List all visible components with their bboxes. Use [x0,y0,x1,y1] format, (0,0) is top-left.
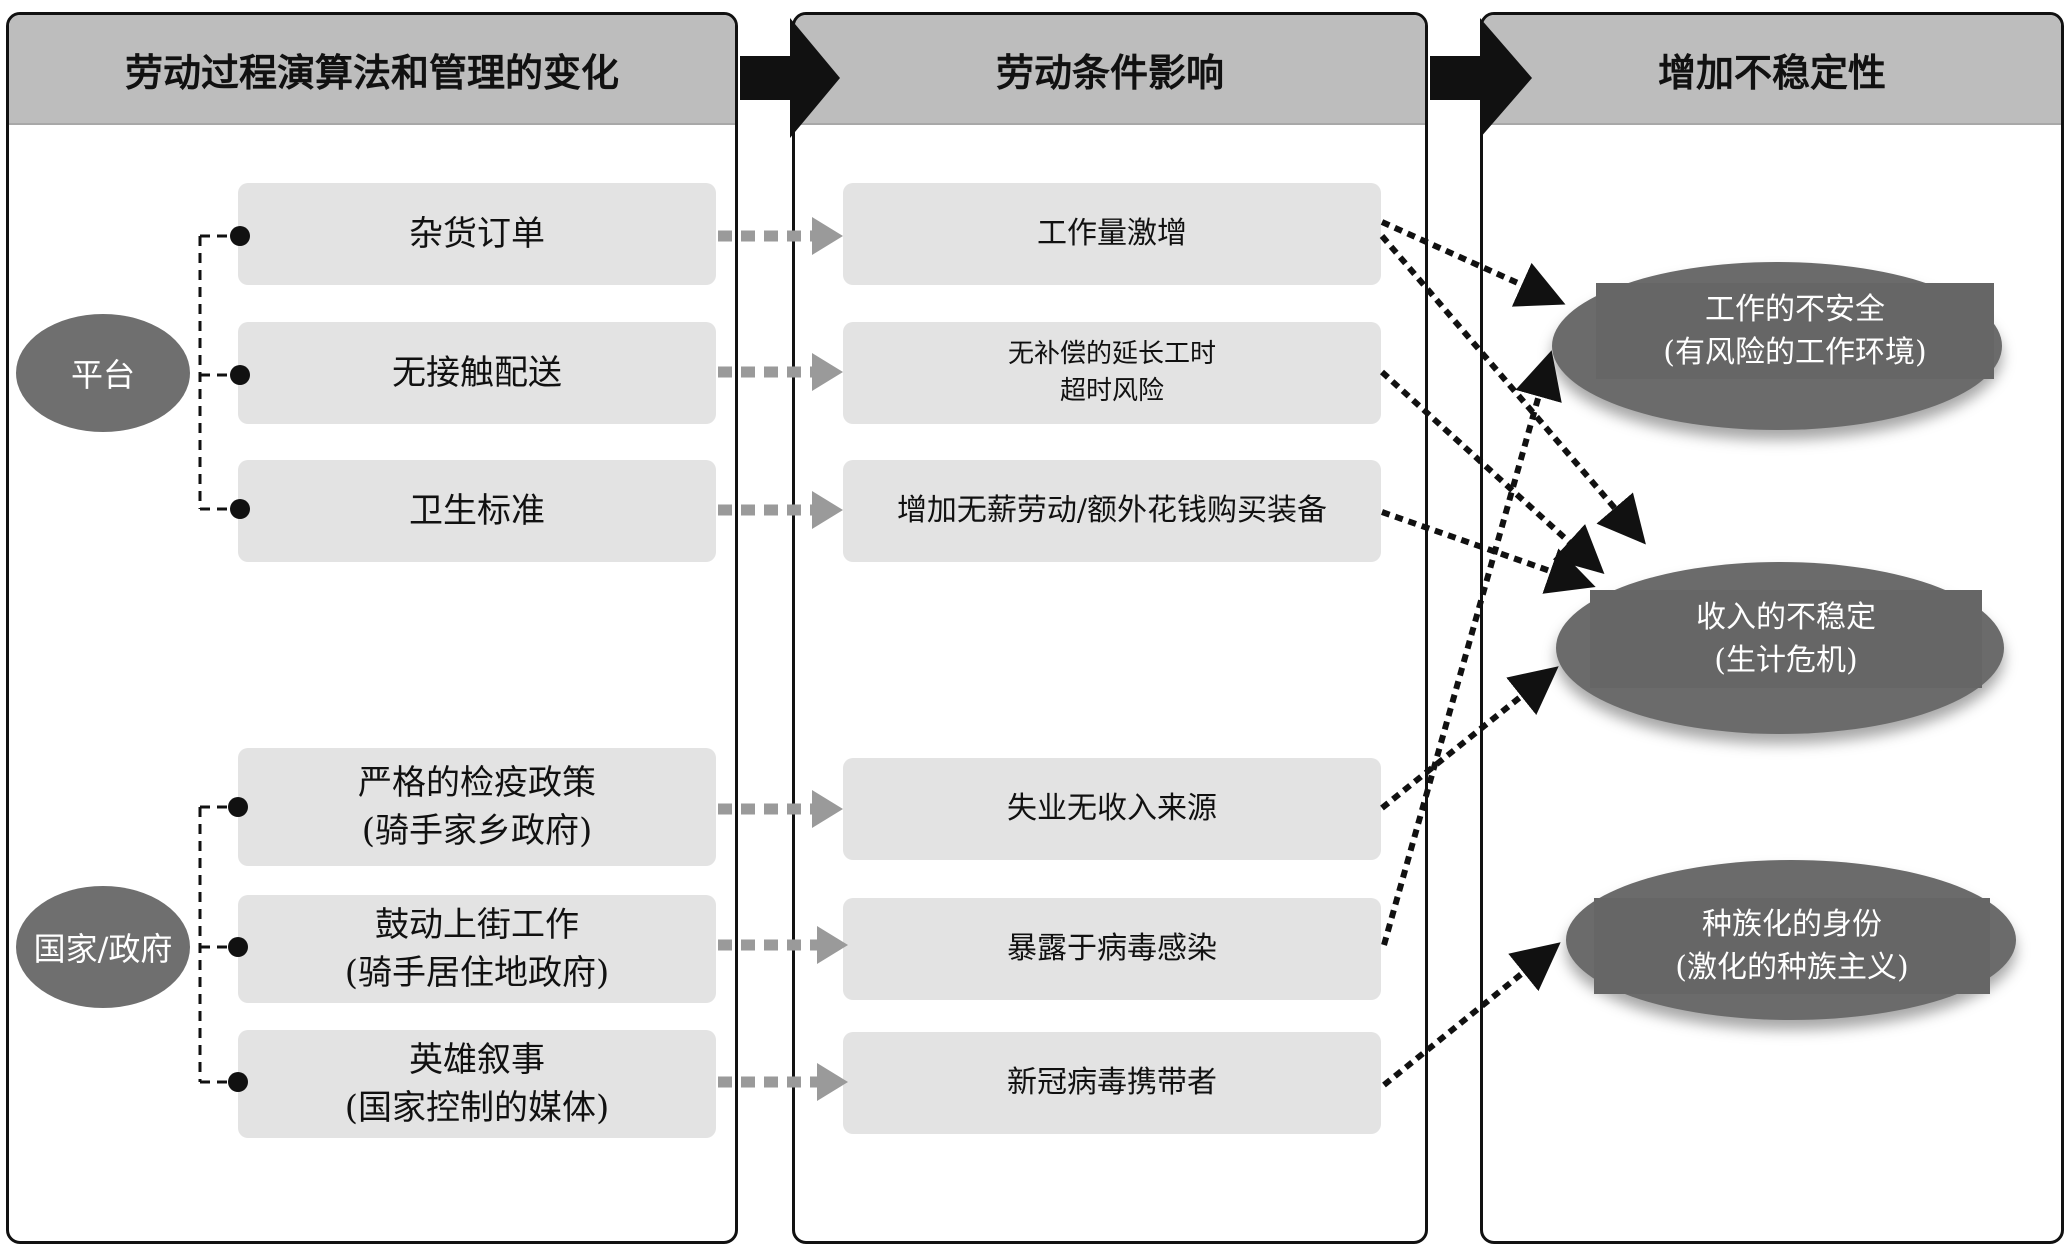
middle-item-label: 增加无薪劳动/额外花钱购买装备 [896,492,1328,528]
gray-arrow-3 [718,491,843,529]
arrow-unemployment-to-income [1380,666,1559,811]
middle-item-label: 失业无收入来源 [1007,790,1217,826]
gray-arrow-2 [718,353,843,391]
middle-item-label: 无补偿的延长工时 [1007,339,1216,370]
black-arrows [1379,219,1646,1088]
left-item-sublabel: (骑手家乡政府) [361,811,593,851]
left-item-label: 杂货订单 [409,213,545,254]
left-item-contactless-delivery: 无接触配送 [238,322,716,424]
gray-arrow-6 [718,1063,848,1101]
left-item-sublabel: (国家控制的媒体) [344,1088,610,1128]
arrow-overtime-to-income [1379,369,1605,575]
state-bullets [228,797,248,1092]
left-item-label: 英雄叙事 [409,1039,545,1080]
header-arrow-1 [740,18,840,138]
left-item-label: 鼓动上街工作 [375,904,579,945]
column-precarity-header: 增加不稳定性 [1483,15,2061,125]
left-item-hero-narrative: 英雄叙事 (国家控制的媒体) [238,1030,716,1138]
gray-arrow-1 [718,217,843,255]
outcome-title: 收入的不稳定 [1696,599,1876,635]
left-item-quarantine-policy: 严格的检疫政策 (骑手家乡政府) [238,748,716,866]
arrow-exposure-to-insecurity [1381,350,1562,946]
left-item-sublabel: (骑手居住地政府) [344,953,610,993]
left-item-return-to-work: 鼓动上街工作 (骑手居住地政府) [238,895,716,1003]
arrow-workload-to-income [1379,234,1646,545]
arrow-labour-to-income [1381,509,1596,594]
middle-item-label: 新冠病毒携带者 [1007,1064,1217,1100]
outcome-label-job-insecurity: 工作的不安全 (有风险的工作环境) [1596,283,1994,379]
left-item-label: 卫生标准 [409,490,545,531]
middle-item-workload-surge: 工作量激增 [843,183,1381,285]
outcome-subtitle: (激化的种族主义) [1675,950,1909,985]
gray-arrow-4 [718,790,843,828]
middle-item-unpaid-overtime: 无补偿的延长工时 超时风险 [843,322,1381,424]
arrow-workload-to-insecurity [1380,219,1566,307]
group-platform: 平台 [16,314,190,432]
middle-item-sublabel: 超时风险 [1059,376,1164,406]
middle-item-label: 工作量激增 [1037,215,1187,251]
group-state: 国家/政府 [16,886,190,1008]
outcome-title: 工作的不安全 [1705,291,1885,327]
outcome-label-income-instability: 收入的不稳定 (生计危机) [1590,590,1982,688]
arrow-carrier-to-racialized [1382,942,1561,1088]
outcome-subtitle: (有风险的工作环境) [1663,335,1927,370]
column-changes-header: 劳动过程演算法和管理的变化 [9,15,735,125]
outcome-title: 种族化的身份 [1702,906,1882,942]
gray-arrows [718,217,848,1101]
left-item-grocery-orders: 杂货订单 [238,183,716,285]
left-item-label: 无接触配送 [392,352,562,393]
middle-item-label: 暴露于病毒感染 [1007,930,1217,966]
middle-item-unemployment: 失业无收入来源 [843,758,1381,860]
outcome-subtitle: (生计危机) [1714,643,1858,678]
middle-item-unpaid-labour: 增加无薪劳动/额外花钱购买装备 [843,460,1381,562]
middle-item-virus-exposure: 暴露于病毒感染 [843,898,1381,1000]
gray-arrow-5 [718,926,848,964]
header-arrow-2 [1430,18,1532,138]
outcome-label-racialized-identity: 种族化的身份 (激化的种族主义) [1594,898,1990,994]
platform-bracket [198,234,238,511]
state-bracket [198,805,238,1084]
middle-item-covid-carrier: 新冠病毒携带者 [843,1032,1381,1134]
platform-bullets [230,226,250,519]
column-impacts-header: 劳动条件影响 [795,15,1425,125]
left-item-label: 严格的检疫政策 [358,762,596,803]
left-item-hygiene-standards: 卫生标准 [238,460,716,562]
